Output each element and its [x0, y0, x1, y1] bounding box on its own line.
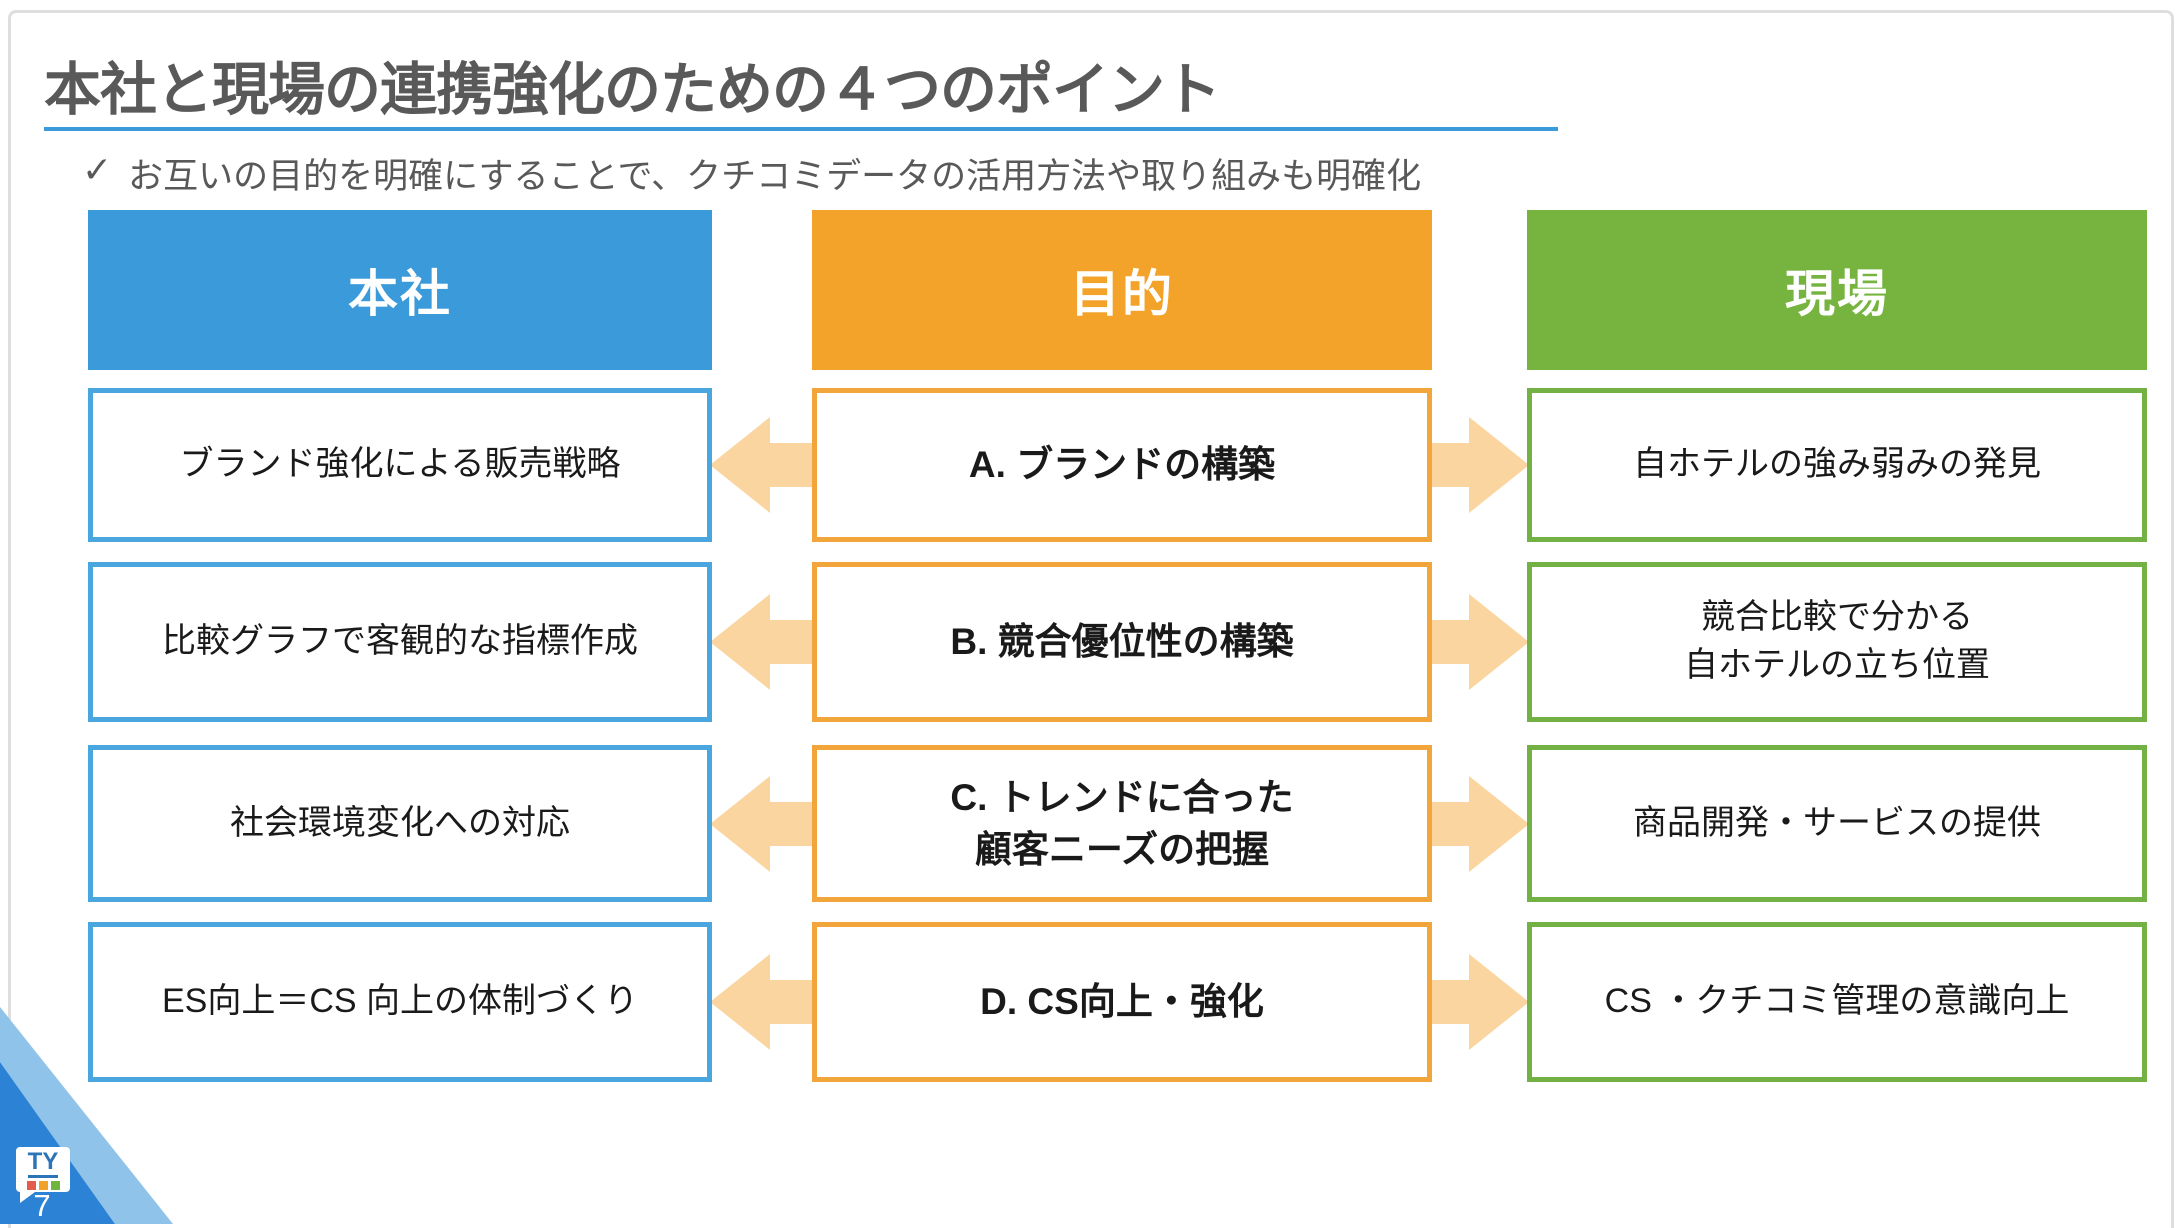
arrow-right-icon — [1430, 922, 1529, 1082]
check-icon: ✓ — [82, 149, 113, 190]
field-box-row3: 商品開発・サービスの提供 — [1527, 745, 2147, 902]
arrow-shaft — [1430, 980, 1469, 1024]
company-logo: TY — [16, 1147, 70, 1192]
arrow-shaft — [1430, 443, 1469, 487]
arrow-shaft — [770, 980, 814, 1024]
arrow-left-head — [710, 417, 770, 513]
hq-box-row3: 社会環境変化への対応 — [88, 745, 712, 902]
arrow-shaft — [1430, 620, 1469, 664]
subtitle-text: お互いの目的を明確にすることで、クチコミデータの活用方法や取り組みも明確化 — [128, 157, 1422, 196]
subtitle-line: ✓ お互いの目的を明確にすることで、クチコミデータの活用方法や取り組みも明確化 — [82, 148, 1421, 199]
logo-square-red-icon — [26, 1181, 36, 1190]
arrow-shaft — [770, 443, 814, 487]
arrow-shaft — [770, 620, 814, 664]
arrow-right-icon — [1430, 562, 1529, 722]
arrow-right-head — [1469, 954, 1529, 1050]
arrow-right-head — [1469, 594, 1529, 690]
purpose-box-row3: C. トレンドに合った 顧客ニーズの把握 — [812, 745, 1432, 902]
field-box-row1: 自ホテルの強み弱みの発見 — [1527, 388, 2147, 542]
logo-square-green-icon — [50, 1181, 60, 1190]
header-headquarters: 本社 — [88, 210, 712, 370]
arrow-shaft — [770, 801, 814, 846]
hq-box-row2: 比較グラフで客観的な指標作成 — [88, 562, 712, 722]
hq-box-row1: ブランド強化による販売戦略 — [88, 388, 712, 542]
arrow-left-head — [710, 594, 770, 690]
arrow-right-icon — [1430, 388, 1529, 542]
arrow-left-icon — [710, 388, 814, 542]
arrow-right-head — [1469, 417, 1529, 513]
purpose-box-row4: D. CS向上・強化 — [812, 922, 1432, 1082]
page-title: 本社と現場の連携強化のための４つのポイント — [44, 58, 1221, 122]
header-field: 現場 — [1527, 210, 2147, 370]
purpose-box-row2: B. 競合優位性の構築 — [812, 562, 1432, 722]
arrow-left-icon — [710, 745, 814, 902]
logo-text: TY — [27, 1150, 59, 1178]
field-box-row4: CS ・クチコミ管理の意識向上 — [1527, 922, 2147, 1082]
arrow-left-icon — [710, 922, 814, 1082]
arrow-right-head — [1469, 775, 1529, 872]
title-underline — [44, 127, 1558, 131]
arrow-left-head — [710, 954, 770, 1050]
field-box-row2: 競合比較で分かる 自ホテルの立ち位置 — [1527, 562, 2147, 722]
arrow-left-head — [710, 775, 770, 872]
arrow-right-icon — [1430, 745, 1529, 902]
logo-square-orange-icon — [38, 1181, 48, 1190]
arrow-left-icon — [710, 562, 814, 722]
page-number: 7 — [33, 1188, 51, 1223]
arrow-shaft — [1430, 801, 1469, 846]
header-purpose: 目的 — [812, 210, 1432, 370]
corner-light-band — [0, 1007, 173, 1224]
logo-squares — [26, 1181, 60, 1190]
hq-box-row4: ES向上＝CS 向上の体制づくり — [88, 922, 712, 1082]
purpose-box-row1: A. ブランドの構築 — [812, 388, 1432, 542]
